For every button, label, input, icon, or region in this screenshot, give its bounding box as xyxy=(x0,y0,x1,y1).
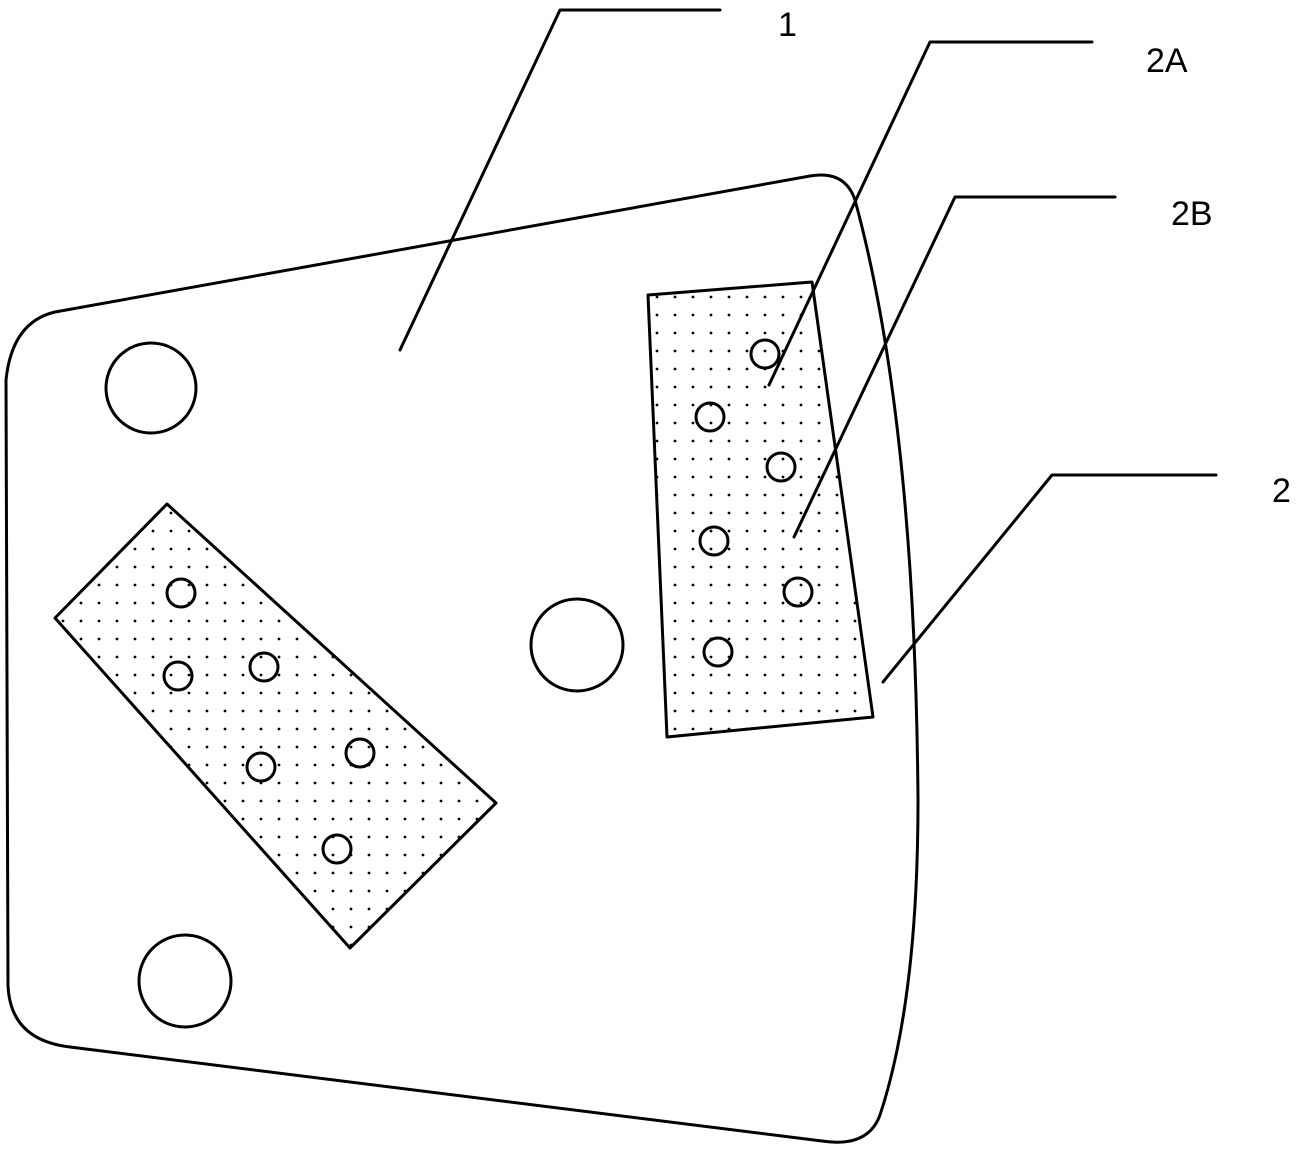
particle-right-2 xyxy=(694,401,726,433)
segment-right xyxy=(646,280,875,739)
particle-left-4 xyxy=(344,737,376,769)
label-base: 1 xyxy=(778,6,797,44)
segment-left xyxy=(53,502,498,950)
segment-right-body xyxy=(646,280,875,739)
label-diamond-particle: 2A xyxy=(1146,42,1188,80)
leader-line-2B xyxy=(792,195,1117,539)
particle-left-3 xyxy=(248,651,280,683)
leader-line-2 xyxy=(881,473,1218,684)
leader-line-1 xyxy=(398,8,722,352)
segment-left-body xyxy=(53,502,498,950)
particle-left-5 xyxy=(245,751,277,783)
particle-right-3 xyxy=(765,451,797,483)
base-plate-outline xyxy=(4,173,920,1144)
label-segment: 2 xyxy=(1272,472,1291,510)
particle-left-1 xyxy=(165,577,197,609)
particle-right-6 xyxy=(702,636,734,668)
leader-line-2A xyxy=(767,40,1094,387)
particle-right-5 xyxy=(782,576,814,608)
label-matrix: 2B xyxy=(1171,195,1213,233)
mounting-hole-top-left xyxy=(104,341,198,435)
particle-left-6 xyxy=(321,833,353,865)
particle-right-1 xyxy=(749,338,781,370)
particle-right-4 xyxy=(698,525,730,557)
mounting-hole-bottom-left xyxy=(137,933,233,1029)
mounting-hole-center xyxy=(529,597,625,693)
particle-left-2 xyxy=(162,660,194,692)
